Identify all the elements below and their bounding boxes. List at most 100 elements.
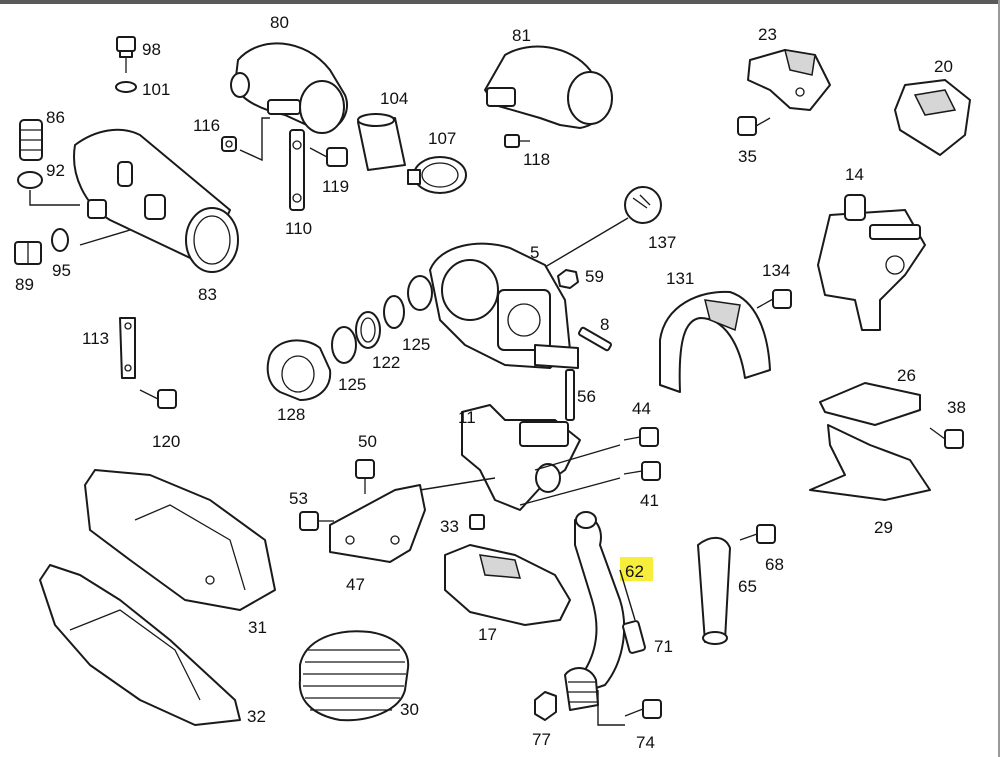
part-95-washer[interactable] [51,228,69,252]
part-38-bolt[interactable] [929,427,964,449]
part-74-bolt[interactable] [624,699,662,719]
part-26-plate[interactable] [819,382,921,426]
part-104-hose[interactable] [357,113,406,171]
part-11-exhaust-elbow[interactable] [461,404,581,511]
part-29-plate[interactable] [809,424,931,501]
label-23: 23 [758,25,777,44]
part-50-bolt[interactable] [355,459,375,494]
label-53: 53 [289,489,308,508]
label-8: 8 [600,315,609,334]
leader-74 [597,690,625,726]
label-119: 119 [322,177,349,196]
label-30: 30 [400,700,419,719]
part-128-flange[interactable] [266,339,332,401]
label-20: 20 [934,57,953,76]
part-31-shield[interactable] [84,469,276,611]
part-30-bellows[interactable] [298,630,410,722]
part-119-bolt[interactable] [309,147,348,167]
part-101-washer[interactable] [115,81,137,93]
part-81-housing[interactable] [484,45,613,129]
part-59-nut[interactable] [557,269,579,289]
part-turbo-inlet-ring[interactable] [407,275,433,311]
part-5-turbocharger[interactable] [429,242,579,369]
part-98-bolt[interactable] [116,36,136,73]
part-89-fitting[interactable] [14,241,42,265]
label-50: 50 [358,432,377,451]
label-95: 95 [52,261,71,280]
part-86-spring[interactable] [19,119,43,161]
part-134-bolt[interactable] [756,289,792,309]
label-131: 131 [666,269,694,288]
part-71-bolt[interactable] [622,620,646,654]
label-17: 17 [478,625,497,644]
label-80: 80 [270,13,289,32]
part-8-stud[interactable] [578,326,612,352]
label-41: 41 [640,491,659,510]
label-65: 65 [738,577,757,596]
part-77-nut[interactable] [534,691,557,721]
label-26: 26 [897,366,916,385]
label-56: 56 [577,387,596,406]
leader-116 [239,117,270,162]
label-118: 118 [523,150,550,169]
part-113-bracket[interactable] [119,317,136,379]
leader-44 [534,444,621,471]
label-92: 92 [46,161,65,180]
part-68-bolt[interactable] [739,524,776,544]
label-74: 74 [636,733,655,752]
part-53-bolt[interactable] [299,511,334,531]
part-118-bolt[interactable] [504,134,530,148]
label-62[interactable]: 62 [625,562,644,581]
part-62-lower-fitting[interactable] [564,667,599,711]
part-17-cover[interactable] [444,544,571,626]
label-83: 83 [198,285,217,304]
part-122-spring-ring[interactable] [355,311,381,349]
part-32-shield[interactable] [39,564,241,726]
part-44-bolt[interactable] [623,427,659,447]
part-92-ring[interactable] [17,171,43,189]
label-47: 47 [346,575,365,594]
part-14-manifold[interactable] [817,194,926,331]
part-80-intake-elbow[interactable] [230,42,348,134]
label-98: 98 [142,40,161,59]
part-47-bracket[interactable] [329,484,426,563]
leader-62 [619,569,636,621]
leader-50 [419,477,496,491]
part-107-clamp[interactable] [407,156,467,194]
part-56-stud[interactable] [565,369,575,421]
part-125-gasket-a[interactable] [331,326,357,364]
part-35-bolt[interactable] [737,116,771,136]
part-65-hose[interactable] [697,536,731,645]
label-125b: 125 [402,335,430,354]
part-116-nut[interactable] [221,136,237,152]
label-89: 89 [15,275,34,294]
label-107: 107 [428,129,456,148]
label-31: 31 [248,618,267,637]
label-101: 101 [142,80,170,99]
label-11: 11 [458,408,476,427]
label-81: 81 [512,26,531,45]
part-110-bracket[interactable] [289,129,305,211]
label-5: 5 [530,243,539,262]
part-41-bolt[interactable] [623,461,661,481]
label-137: 137 [648,233,676,252]
label-86: 86 [46,108,65,127]
label-32: 32 [247,707,266,726]
part-120-bolt[interactable] [139,389,177,409]
leader-41 [519,477,621,506]
part-62-hose[interactable] [574,511,626,691]
part-23-bracket[interactable] [747,49,831,111]
part-125-gasket-b[interactable] [383,295,405,329]
part-33-clip[interactable] [469,514,485,530]
part-137-symbol[interactable] [624,186,662,224]
label-113: 113 [82,329,109,348]
label-116: 116 [193,116,220,135]
label-104: 104 [380,89,408,108]
leader-83 [79,229,131,246]
label-134: 134 [762,261,790,280]
part-131-heat-shield[interactable] [659,290,771,393]
label-110: 110 [285,219,312,238]
part-83-pipe[interactable] [73,128,239,273]
part-20-bracket[interactable] [894,79,971,156]
